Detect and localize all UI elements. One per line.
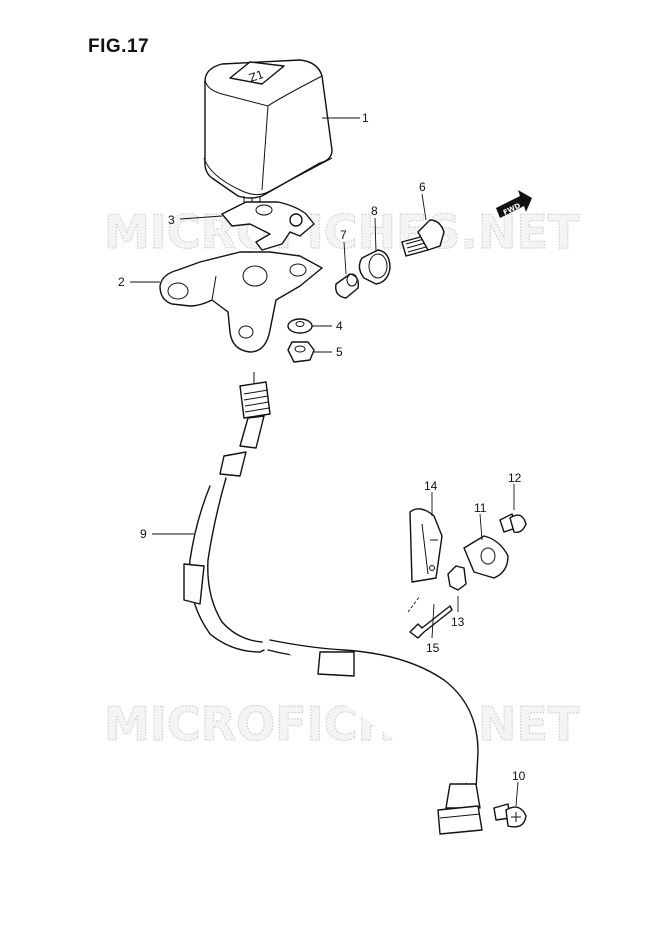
part-15-rivet — [409, 605, 453, 639]
part-13-nut — [447, 565, 467, 591]
callout-7: 7 — [340, 228, 347, 242]
part-5-nut — [287, 341, 315, 363]
part-10-screw — [493, 803, 527, 828]
part-12-screw — [499, 513, 527, 534]
callout-1: 1 — [362, 111, 369, 125]
part-3-bracket-plate — [221, 201, 315, 251]
part-8-grommet — [358, 249, 391, 285]
callout-9: 9 — [140, 527, 147, 541]
svg-text:Z1: Z1 — [247, 68, 265, 85]
part-1-relay-box: Z1 — [203, 59, 333, 210]
callout-11: 11 — [474, 501, 487, 515]
part-9-cable — [183, 372, 483, 835]
part-14-clip — [409, 508, 443, 583]
watermark-bottom: MICROFICHES.NET — [104, 697, 580, 751]
part-6-bolt — [401, 219, 445, 257]
callout-8: 8 — [371, 204, 378, 218]
part-4-washer — [287, 318, 313, 334]
callout-labels: 1 2 3 4 5 6 7 8 9 10 11 12 13 14 15 — [118, 111, 526, 783]
callout-2: 2 — [118, 275, 125, 289]
leader-lines — [130, 117, 519, 807]
callout-15: 15 — [426, 641, 440, 655]
callout-14: 14 — [424, 479, 438, 493]
callout-12: 12 — [508, 471, 522, 485]
callout-5: 5 — [336, 345, 343, 359]
part-11-clamp — [463, 535, 509, 579]
callout-4: 4 — [336, 319, 343, 333]
callout-3: 3 — [168, 213, 175, 227]
part-2-main-bracket — [159, 251, 323, 353]
callout-6: 6 — [419, 180, 426, 194]
part-7-collar — [335, 273, 360, 299]
figure-title: FIG.17 — [88, 36, 150, 57]
callout-10: 10 — [512, 769, 526, 783]
callout-13: 13 — [451, 615, 465, 629]
watermark-top: MICROFICHES.NET — [104, 205, 580, 259]
